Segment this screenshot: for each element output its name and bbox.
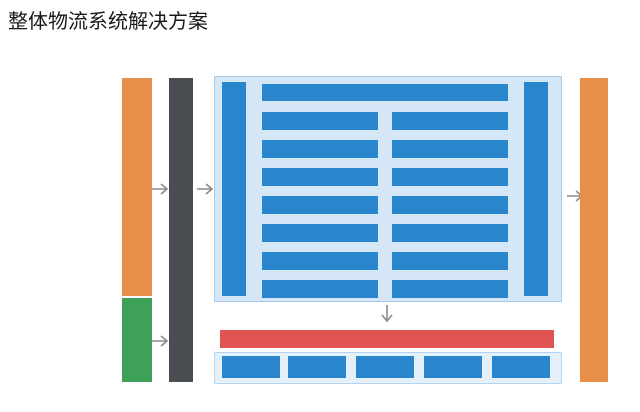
page-title: 整体物流系统解决方案 — [8, 9, 208, 33]
source-channels-bar — [122, 78, 152, 296]
grid-item — [392, 168, 508, 186]
hardware-item — [222, 356, 280, 378]
api-bar — [169, 78, 193, 382]
logistics-mgmt-bar — [524, 82, 548, 296]
grid-item — [262, 112, 378, 130]
hardware-item — [424, 356, 482, 378]
arrow-right-icon — [197, 183, 214, 195]
dock-bar — [220, 330, 554, 348]
hardware-item — [356, 356, 414, 378]
grid-item — [262, 168, 378, 186]
order-mgmt-bar — [222, 82, 246, 296]
grid-item — [262, 140, 378, 158]
grid-item — [262, 196, 378, 214]
arrow-right-icon — [152, 183, 169, 195]
grid-item — [392, 224, 508, 242]
grid-item — [392, 140, 508, 158]
output-bar — [580, 78, 608, 382]
stock-mgmt-header — [262, 84, 508, 101]
grid-item — [262, 252, 378, 270]
hardware-item — [288, 356, 346, 378]
hardware-item — [492, 356, 550, 378]
grid-item — [392, 196, 508, 214]
grid-item — [392, 280, 508, 298]
grid-item — [392, 112, 508, 130]
arrow-down-icon — [381, 305, 393, 323]
erp-bar — [122, 298, 152, 382]
grid-item — [392, 252, 508, 270]
grid-item — [262, 224, 378, 242]
arrow-right-icon — [152, 335, 169, 347]
grid-item — [262, 280, 378, 298]
